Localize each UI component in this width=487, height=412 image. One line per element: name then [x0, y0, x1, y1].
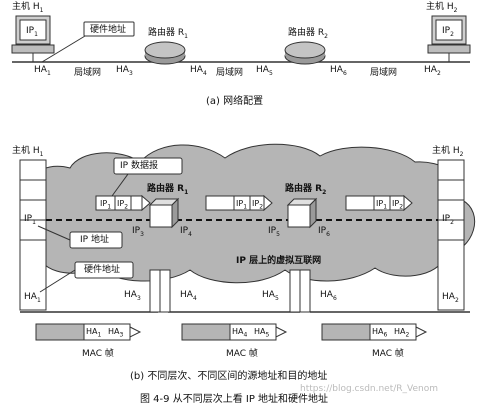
host1-protocol-stack: [19, 159, 47, 311]
packet1-ip2: IP2: [117, 199, 129, 211]
mac-frame-3: [321, 323, 428, 341]
top-ha5: HA5: [256, 65, 273, 77]
router1-ip3: IP3: [132, 226, 144, 238]
mac-frame-2: [181, 323, 288, 341]
host2-protocol-stack: [437, 159, 465, 311]
router2-cube-icon: [286, 197, 318, 229]
packet3-ip1: IP1: [376, 199, 388, 211]
bottom-ha1: HA1: [24, 292, 41, 304]
host2-ip2: IP2: [442, 214, 454, 226]
top-host1-label: 主机 H1: [12, 2, 44, 14]
frame1-dst: HA3: [108, 327, 124, 339]
bottom-router2-label: 路由器 R2: [285, 184, 327, 196]
router2-icon: [284, 41, 326, 65]
mac-frame-label-3: MAC 帧: [372, 349, 404, 359]
router2-ip6: IP6: [318, 226, 330, 238]
ip-datagram-packet-3: [345, 194, 413, 212]
mac-frame-label-1: MAC 帧: [82, 349, 114, 359]
host1-computer-icon: [11, 15, 55, 54]
top-ha2: HA2: [424, 65, 441, 77]
ip-datagram-packet-2: [205, 194, 273, 212]
top-ha1: HA1: [34, 65, 51, 77]
bottom-ha4: HA4: [180, 290, 197, 302]
bottom-ha5: HA5: [262, 290, 279, 302]
packet2-ip2: IP2: [252, 199, 264, 211]
bottom-host1-label: 主机 H1: [12, 146, 44, 158]
frame1-src: HA1: [86, 327, 102, 339]
ip-datagram-packet-1: [95, 194, 151, 212]
top-lan3: 局域网: [370, 68, 398, 78]
watermark: https://blog.csdn.net/R_Venom: [300, 384, 438, 394]
ip-address-callout: IP 地址: [80, 235, 109, 245]
ip-datagram-callout: IP 数据报: [120, 161, 158, 171]
mac-frame-label-2: MAC 帧: [226, 349, 258, 359]
router2-ip5: IP5: [268, 226, 280, 238]
mac-frame-1: [35, 323, 142, 341]
top-ha6: HA6: [330, 65, 347, 77]
top-router2-label: 路由器 R2: [288, 28, 328, 40]
figure-caption: 图 4-9 从不同层次上看 IP 地址和硬件地址: [140, 394, 329, 405]
top-host2-label: 主机 H2: [426, 2, 458, 14]
caption-b: (b) 不同层次、不同区间的源地址和目的地址: [130, 371, 328, 382]
top-host2-ip: IP2: [442, 26, 454, 38]
host1-ip1: IP1: [24, 214, 36, 226]
top-ha3: HA3: [116, 65, 133, 77]
packet2-ip1: IP1: [236, 199, 248, 211]
top-router1-label: 路由器 R1: [148, 28, 188, 40]
hw-address-callout: 硬件地址: [84, 265, 121, 275]
packet3-ip2: IP2: [392, 199, 404, 211]
frame3-src: HA6: [372, 327, 388, 339]
router1-cube-icon: [148, 197, 180, 229]
packet1-ip1: IP1: [100, 199, 112, 211]
top-host1-ip: IP1: [26, 26, 38, 38]
bottom-router1-label: 路由器 R1: [147, 184, 189, 196]
top-ha4: HA4: [190, 65, 207, 77]
top-lan2: 局域网: [216, 68, 244, 78]
bottom-ha6: HA6: [320, 290, 337, 302]
bottom-ha3: HA3: [124, 290, 141, 302]
frame2-dst: HA5: [254, 327, 270, 339]
bottom-host2-label: 主机 H2: [432, 146, 464, 158]
top-hw-callout: 硬件地址: [90, 25, 127, 35]
bottom-ha2: HA2: [442, 292, 459, 304]
router1-ip4: IP4: [180, 226, 192, 238]
top-lan1: 局域网: [74, 68, 102, 78]
caption-a: (a) 网络配置: [206, 96, 264, 107]
frame3-dst: HA2: [394, 327, 410, 339]
host2-computer-icon: [427, 15, 471, 54]
router1-icon: [144, 41, 186, 65]
virtual-internet-label: IP 层上的虚拟互联网: [236, 256, 322, 266]
frame2-src: HA4: [232, 327, 248, 339]
